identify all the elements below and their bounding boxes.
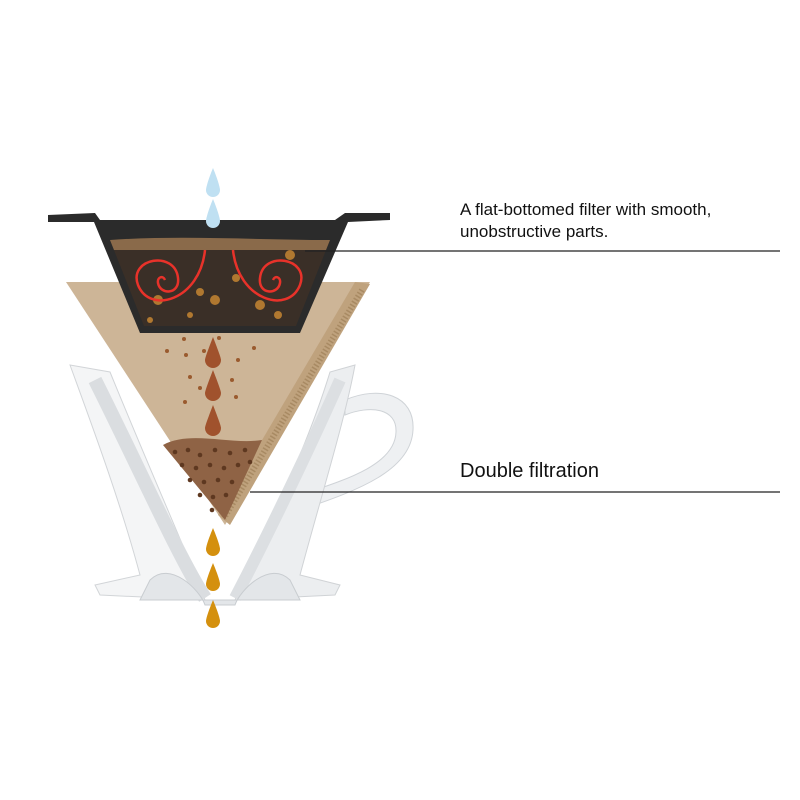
callout-text-line: A flat-bottomed filter with smooth,: [460, 200, 712, 219]
callout-flat-bottom-filter: A flat-bottomed filter with smooth, unob…: [460, 199, 711, 243]
extract-drops: [206, 528, 220, 628]
callout-text-line: unobstructive parts.: [460, 222, 609, 241]
callout-text-line: Double filtration: [460, 460, 599, 482]
dripper-cone: [69, 364, 414, 606]
water-drops: [206, 168, 220, 228]
fine-particles: [165, 336, 256, 404]
callout-double-filtration: Double filtration: [460, 459, 599, 483]
swirl-arrows: [135, 249, 303, 302]
brew-drops: [205, 337, 221, 436]
grounds-dots: [172, 447, 253, 513]
flat-bottom-basket: [48, 213, 390, 333]
paper-filter: [66, 282, 370, 525]
